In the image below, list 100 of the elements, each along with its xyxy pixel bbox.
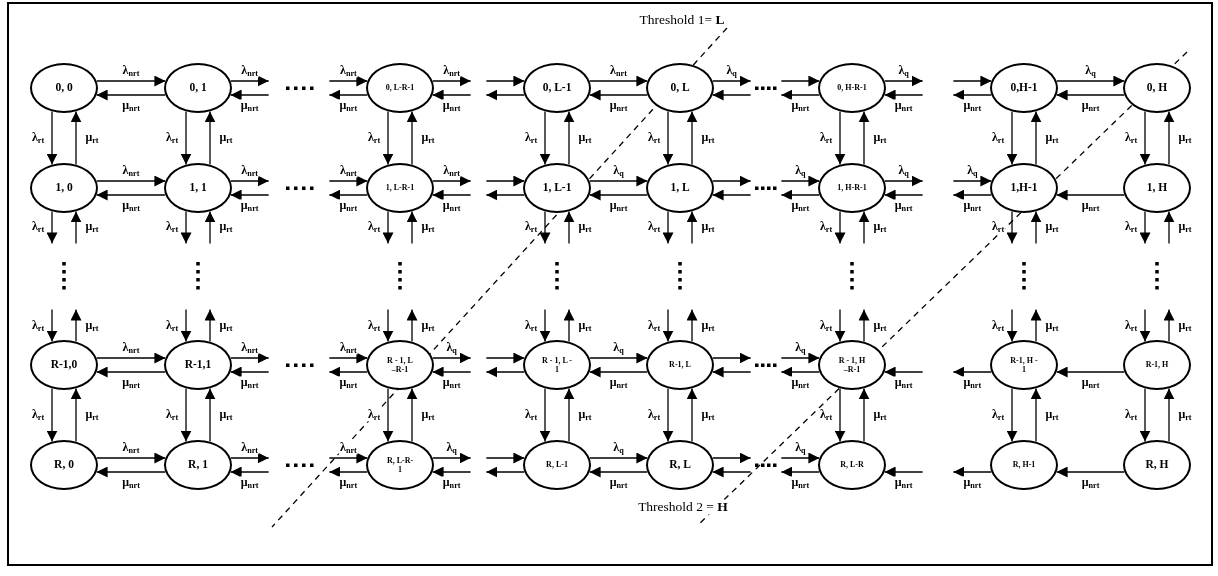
rate-label: μ$_{nrt}$	[338, 476, 359, 490]
arrow	[432, 175, 472, 187]
arrow	[485, 452, 525, 464]
arrow	[1056, 189, 1125, 201]
state-label: R, 0	[54, 458, 74, 472]
arrow	[884, 366, 924, 378]
rate-label: λ$_{rt}$	[646, 131, 662, 145]
rate-label: λ$_{rt}$	[1123, 408, 1139, 422]
arrow	[432, 452, 472, 464]
state-label: 0, L	[670, 81, 690, 95]
arrow	[96, 352, 166, 364]
arrow	[686, 210, 698, 245]
arrow	[1139, 387, 1151, 443]
arrow	[858, 210, 870, 245]
rate-label: μ$_{nrt}$	[239, 476, 260, 490]
arrow	[328, 189, 368, 201]
rate-label: μ$_{nrt}$	[790, 376, 811, 390]
rate-label: λ$_{nrt}$	[338, 441, 358, 455]
arrow	[1139, 210, 1151, 245]
arrow	[96, 175, 166, 187]
state-label: 0, H-R-1	[837, 83, 867, 93]
arrow	[1006, 308, 1018, 343]
state-label: R - 1, L - 1	[542, 355, 572, 375]
state-label: R, H-1	[1012, 460, 1036, 470]
rate-label: λ$_{rt}$	[366, 131, 382, 145]
arrow	[46, 387, 58, 443]
state-label: R, L-R-1	[385, 455, 415, 475]
arrow	[230, 352, 270, 364]
state-label: 1, H	[1146, 181, 1168, 195]
rate-label: λ$_{rt}$	[1123, 131, 1139, 145]
arrow	[1056, 366, 1125, 378]
arrow	[230, 189, 270, 201]
rate-label: λ$_{q}$	[794, 341, 807, 355]
rate-label: λ$_{q}$	[1084, 64, 1097, 78]
rate-label: λ$_{rt}$	[1123, 220, 1139, 234]
arrow	[686, 110, 698, 166]
arrow	[204, 210, 216, 245]
arrow	[328, 452, 368, 464]
rate-label: μ$_{nrt}$	[239, 199, 260, 213]
arrow	[230, 366, 270, 378]
arrow	[589, 452, 648, 464]
rate-label: μ$_{nrt}$	[790, 476, 811, 490]
rate-label: λ$_{rt}$	[366, 220, 382, 234]
rate-label: λ$_{rt}$	[990, 319, 1006, 333]
arrow	[328, 75, 368, 87]
state-label: R, L	[669, 458, 691, 472]
rate-label: λ$_{nrt}$	[338, 164, 358, 178]
arrow	[180, 308, 192, 343]
arrow	[1006, 110, 1018, 166]
state-label: 0, H	[1146, 81, 1168, 95]
arrow	[662, 110, 674, 166]
arrow	[406, 110, 418, 166]
rate-label: λ$_{nrt}$	[121, 441, 141, 455]
arrow	[884, 89, 924, 101]
arrow	[328, 352, 368, 364]
arrow	[1030, 110, 1042, 166]
arrow	[589, 89, 648, 101]
arrow	[884, 175, 924, 187]
rate-label: λ$_{rt}$	[646, 220, 662, 234]
arrow	[432, 189, 472, 201]
arrow	[432, 466, 472, 478]
state-label: R - 1, H –R-1	[837, 355, 867, 375]
arrow	[589, 189, 648, 201]
rate-label: μ$_{nrt}$	[239, 99, 260, 113]
rate-label: μ$_{nrt}$	[441, 376, 462, 390]
arrow	[712, 189, 752, 201]
arrow	[485, 175, 525, 187]
arrow	[96, 452, 166, 464]
rate-label: μ$_{nrt}$	[790, 199, 811, 213]
arrow	[712, 466, 752, 478]
rate-label: λ$_{nrt}$	[121, 164, 141, 178]
arrow	[780, 189, 820, 201]
arrow	[485, 352, 525, 364]
arrow	[834, 110, 846, 166]
arrow	[712, 175, 752, 187]
arrow	[204, 308, 216, 343]
rate-label: λ$_{q}$	[445, 441, 458, 455]
arrow	[858, 110, 870, 166]
rate-label: λ$_{rt}$	[30, 408, 46, 422]
rate-label: λ$_{nrt}$	[442, 164, 461, 178]
arrow	[96, 89, 166, 101]
arrow	[780, 89, 820, 101]
arrow	[858, 387, 870, 443]
arrow	[96, 75, 166, 87]
state-ellipse	[990, 163, 1058, 213]
arrow	[563, 308, 575, 343]
state-label: 0, L-R-1	[385, 83, 415, 93]
arrow	[884, 189, 924, 201]
arrow	[46, 110, 58, 166]
arrow	[780, 366, 820, 378]
arrow	[563, 210, 575, 245]
rate-label: λ$_{q}$	[612, 441, 625, 455]
rate-label: λ$_{rt}$	[646, 319, 662, 333]
rate-label: λ$_{q}$	[897, 164, 910, 178]
rate-label: μ$_{nrt}$	[239, 376, 260, 390]
arrow	[662, 387, 674, 443]
arrow	[328, 89, 368, 101]
state-label: 0,H-1	[1010, 81, 1038, 95]
arrow	[712, 352, 752, 364]
arrow	[686, 308, 698, 343]
